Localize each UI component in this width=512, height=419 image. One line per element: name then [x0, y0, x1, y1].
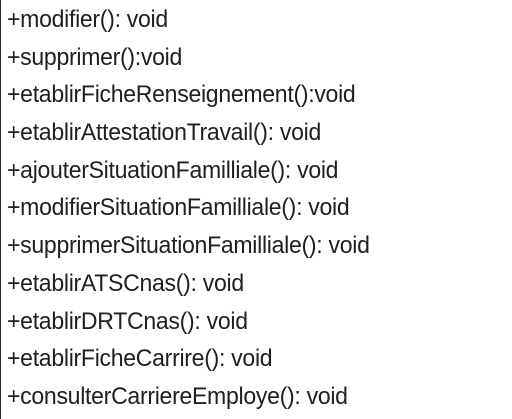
method-supprimer: +supprimer():void: [7, 43, 183, 71]
method-ajouter-situation-familliale: +ajouterSituationFamilliale(): void: [7, 156, 339, 184]
method-etablir-attestation-travail: +etablirAttestationTravail(): void: [7, 119, 321, 147]
method-modifier-situation-familliale: +modifierSituationFamilliale(): void: [7, 194, 350, 222]
method-etablir-drt-cnas: +etablirDRTCnas(): void: [7, 307, 248, 335]
method-etablir-fiche-renseignement: +etablirFicheRenseignement():void: [7, 81, 356, 109]
method-etablir-fiche-carrire: +etablirFicheCarrire(): void: [7, 345, 273, 373]
method-supprimer-situation-familliale: +supprimerSituationFamilliale(): void: [7, 232, 370, 260]
method-etablir-ats-cnas: +etablirATSCnas(): void: [7, 269, 244, 297]
method-modifier: +modifier(): void: [7, 6, 168, 33]
method-consulter-carriere-employe: +consulterCarriereEmploye(): void: [7, 382, 348, 410]
